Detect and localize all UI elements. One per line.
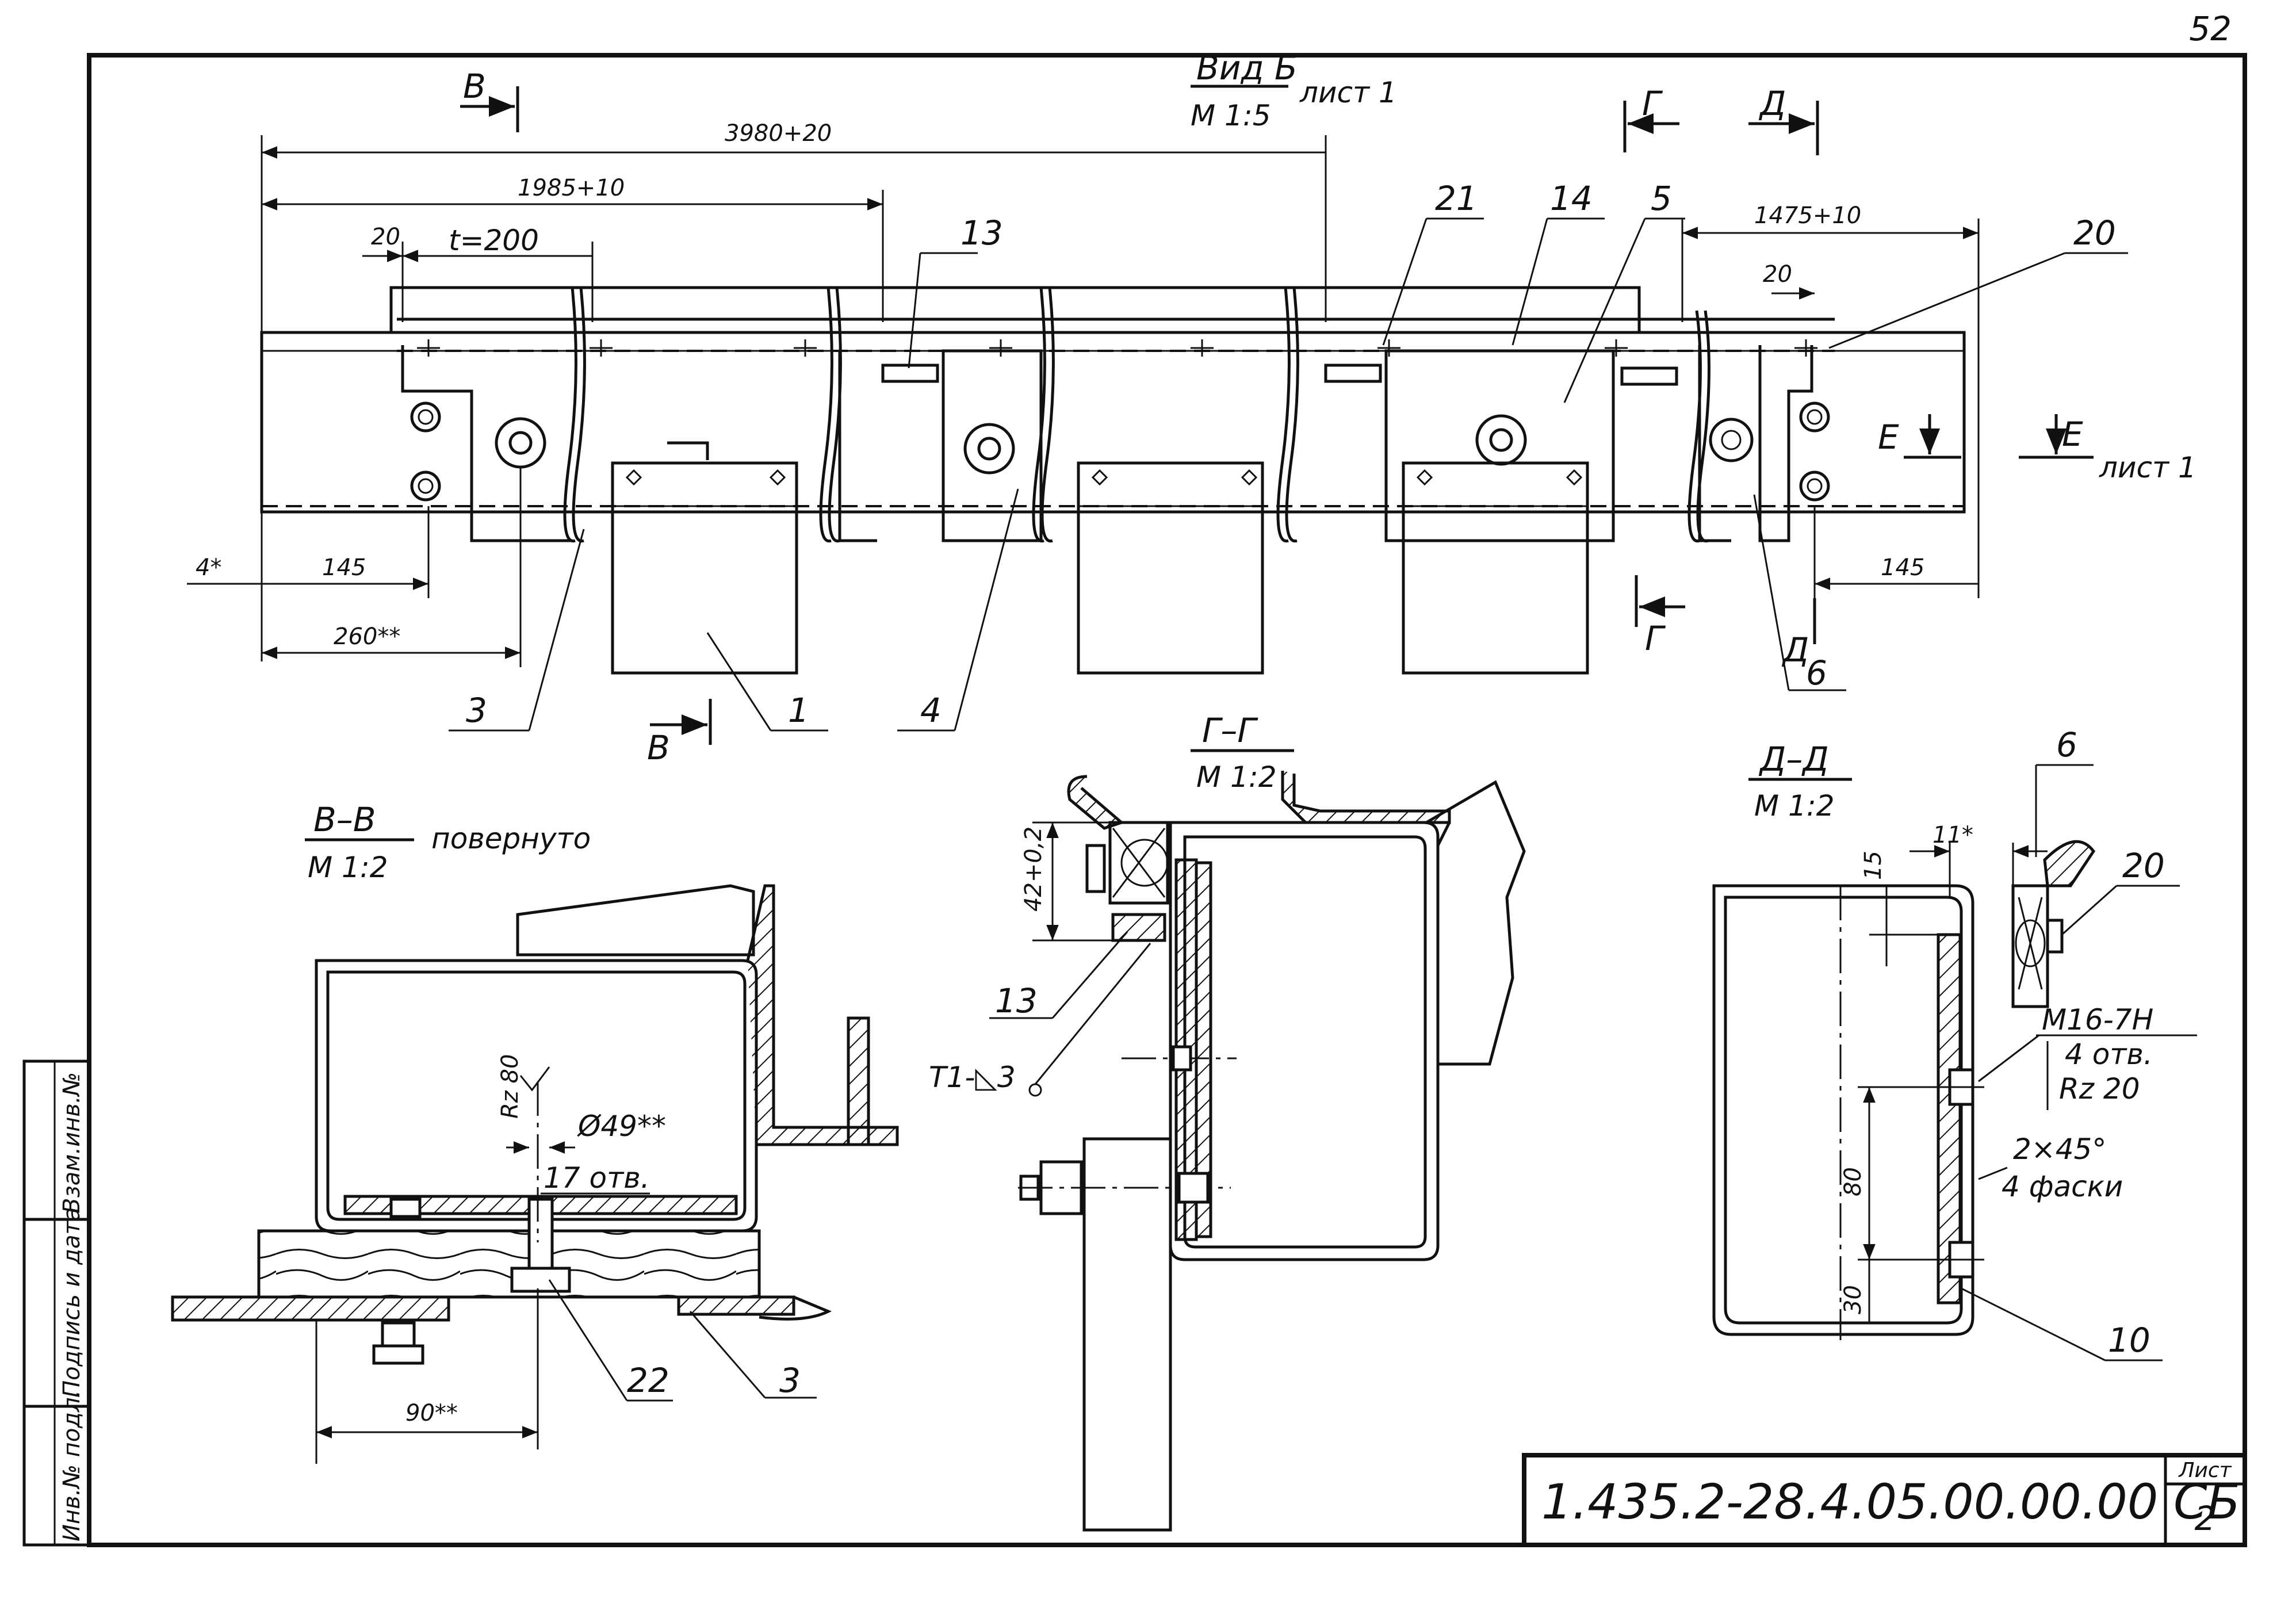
- section-gg-weld: Т1-◺3: [929, 1061, 1016, 1094]
- callout-13-gg: 13: [995, 981, 1038, 1020]
- view-mark-e-right: Е: [2062, 415, 2083, 454]
- callout-6: 6: [1806, 653, 1827, 693]
- sheet-label: Лист: [2178, 1459, 2232, 1482]
- section-gg-title: Г–Г: [1202, 711, 1258, 750]
- section-dd-dim-80: 80: [1840, 1167, 1866, 1196]
- dim-left-260: 260**: [334, 623, 400, 650]
- dim-left-offset: 20: [371, 224, 400, 250]
- section-mark-v-top: В: [463, 67, 486, 106]
- section-dd-roughness: Rz 20: [2059, 1072, 2140, 1105]
- callout-3: 3: [466, 691, 487, 730]
- callout-13: 13: [961, 213, 1003, 253]
- section-dd: Д–Д М 1:2 6 20 10 11* 15 80: [1712, 725, 2197, 1361]
- dim-left-span: 1985+10: [518, 175, 625, 201]
- dim-right-span: 1475+10: [1754, 202, 1861, 229]
- bolt-holes: [410, 401, 1830, 502]
- section-dd-dim-30: 30: [1840, 1285, 1866, 1314]
- section-marks: В В Г Г Д Д Е Е лист 1: [460, 67, 2196, 767]
- callout-20: 20: [2073, 213, 2116, 253]
- section-mark-g-top: Г: [1642, 84, 1663, 123]
- callout-1: 1: [788, 691, 809, 730]
- main-view-title-ref: лист 1: [1299, 76, 1397, 109]
- sheet-value: 2: [2195, 1499, 2216, 1538]
- section-mark-v-bottom: В: [647, 728, 670, 767]
- callout-4: 4: [920, 691, 942, 730]
- callout-10-dd: 10: [2108, 1321, 2150, 1360]
- page-number: 52: [2189, 9, 2232, 48]
- section-mark-d-top: Д: [1758, 84, 1786, 123]
- section-gg: Г–Г М 1:2 42+0,2 13 Т1-◺3: [929, 711, 1526, 1532]
- view-mark-e-left: Е: [1878, 418, 1899, 457]
- callout-22: 22: [627, 1361, 669, 1400]
- drawing-frame: [22, 53, 2247, 1547]
- section-dd-chamfer: 2×45°: [2013, 1133, 2106, 1166]
- section-dd-chamfer-count: 4 фаски: [2002, 1170, 2123, 1203]
- side-stamp-replace: Взам.инв.№: [59, 1072, 85, 1214]
- callout-20-dd: 20: [2122, 846, 2165, 885]
- section-vv-dim-90: 90**: [405, 1400, 458, 1426]
- section-vv: В–В М 1:2 повернуто Rz 80 Ø49** 17 отв. …: [171, 800, 899, 1464]
- section-dd-thread-count: 4 отв.: [2065, 1038, 2153, 1071]
- section-vv-note: повернуто: [431, 822, 591, 855]
- dim-right-offset: 20: [1763, 261, 1792, 288]
- drawing-number: 1.435.2-28.4.05.00.00.00 СБ: [1541, 1474, 2240, 1530]
- callout-5: 5: [1651, 179, 1672, 218]
- section-vv-roughness: Rz 80: [497, 1054, 523, 1119]
- section-dd-dim-15: 15: [1860, 851, 1886, 880]
- dim-left-145: 145: [322, 554, 366, 581]
- section-dd-dim-11: 11*: [1933, 822, 1973, 848]
- side-stamp-inv: Инв.№ подл.: [59, 1390, 85, 1541]
- dim-left-edge: 4*: [196, 554, 221, 581]
- callout-14: 14: [1550, 179, 1593, 218]
- callout-6-dd: 6: [2056, 725, 2077, 764]
- section-gg-scale: М 1:2: [1196, 760, 1277, 794]
- section-dd-scale: М 1:2: [1754, 789, 1835, 823]
- main-view-scale: М 1:5: [1191, 99, 1271, 132]
- section-dd-thread: М16-7Н: [2042, 1003, 2153, 1036]
- main-view-title: Вид Б: [1196, 48, 1298, 87]
- section-dd-title: Д–Д: [1758, 740, 1829, 779]
- callout-21: 21: [1435, 179, 1478, 218]
- section-vv-title: В–В: [313, 800, 376, 839]
- section-mark-d-bottom: Д: [1781, 630, 1809, 670]
- section-mark-g-bottom: Г: [1645, 619, 1666, 658]
- side-stamp: Инв.№ подл. Подпись и дата Взам.инв.№: [59, 1072, 85, 1541]
- dim-right-145: 145: [1881, 554, 1924, 581]
- side-stamp-sign: Подпись и дата: [59, 1207, 85, 1398]
- dim-pitch: t=200: [449, 224, 539, 257]
- view-mark-ref: лист 1: [2099, 451, 2196, 484]
- section-gg-dim: 42+0,2: [1020, 827, 1047, 912]
- section-vv-hole: Ø49**: [577, 1110, 666, 1143]
- main-view: Вид Б лист 1 М 1:5: [187, 48, 2196, 767]
- main-callouts: 13 21 14 5 20 3 1 4 6: [449, 179, 2128, 732]
- callout-3-vv: 3: [779, 1361, 801, 1400]
- section-vv-hole-count: 17 отв.: [544, 1161, 650, 1195]
- section-vv-scale: М 1:2: [308, 851, 388, 884]
- dim-overall: 3980+20: [725, 120, 832, 147]
